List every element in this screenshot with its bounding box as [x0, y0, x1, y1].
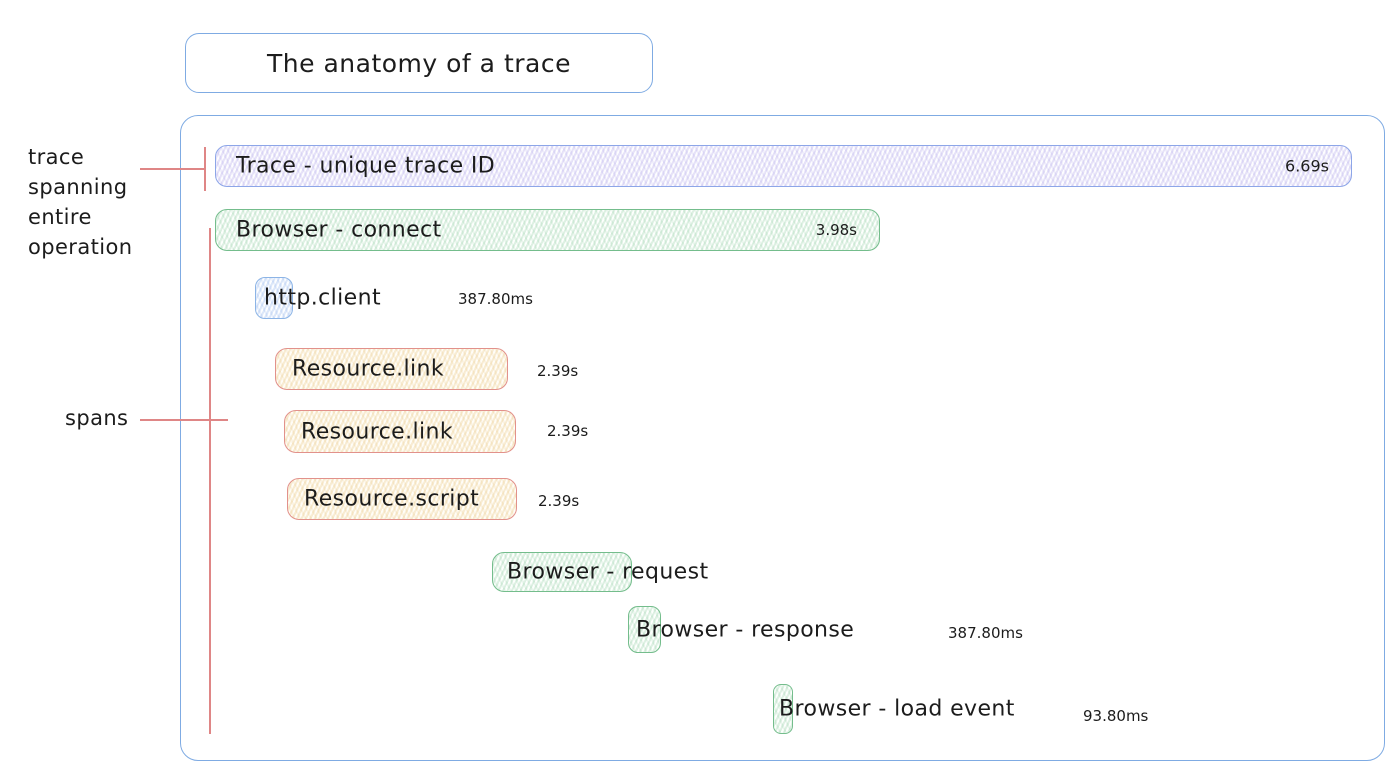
resource-link-duration: 2.39s [537, 362, 579, 380]
trace-pointer-line [140, 168, 204, 170]
browser-connect-duration: 3.98s [815, 221, 857, 239]
spans-pointer-line [140, 419, 228, 421]
resource-link-duration: 2.39s [547, 422, 589, 440]
resource-link-label: Resource.link [301, 419, 453, 444]
resource-link-label: Resource.link [292, 356, 444, 382]
spans-annotation: spans [65, 403, 128, 433]
resource-script-duration: 2.39s [538, 492, 580, 510]
diagram-title: The anatomy of a trace [267, 48, 571, 78]
http-client-duration: 387.80ms [458, 290, 533, 308]
browser-load-event-label: Browser - load event [779, 696, 1015, 722]
trace-annotation-line: trace [28, 145, 85, 169]
trace-annotation-line: spanning [28, 175, 128, 199]
browser-response-duration: 387.80ms [948, 624, 1023, 642]
browser-connect-label: Browser - connect [236, 217, 442, 243]
http-client-label: http.client [264, 285, 381, 311]
trace-span-bar: Trace - unique trace ID 6.69s [215, 145, 1352, 187]
spans-annotation-label: spans [65, 406, 129, 430]
trace-span-duration: 6.69s [1285, 156, 1329, 176]
trace-annotation: trace spanning entire operation [28, 142, 132, 262]
trace-annotation-line: operation [28, 235, 133, 259]
resource-script-span-bar: Resource.script [287, 478, 517, 520]
browser-load-event-duration: 93.80ms [1083, 707, 1149, 725]
http-client-span-bar: http.client [255, 277, 381, 319]
resource-script-label: Resource.script [304, 486, 480, 512]
spans-bracket-line [209, 228, 211, 734]
browser-load-event-span-bar: Browser - load event [773, 684, 1014, 734]
resource-link-span-bar: Resource.link [275, 348, 508, 390]
resource-link-span-bar: Resource.link [284, 410, 516, 453]
browser-response-span-bar: Browser - response [628, 606, 854, 653]
trace-span-label: Trace - unique trace ID [236, 153, 496, 179]
browser-request-label: Browser - request [507, 559, 709, 585]
browser-response-label: Browser - response [636, 617, 855, 642]
trace-pointer-tick [204, 147, 206, 191]
browser-connect-span-bar: Browser - connect 3.98s [215, 209, 880, 251]
diagram-title-box: The anatomy of a trace [185, 33, 653, 93]
browser-request-span-bar: Browser - request [492, 552, 708, 592]
trace-annotation-line: entire [28, 205, 92, 229]
